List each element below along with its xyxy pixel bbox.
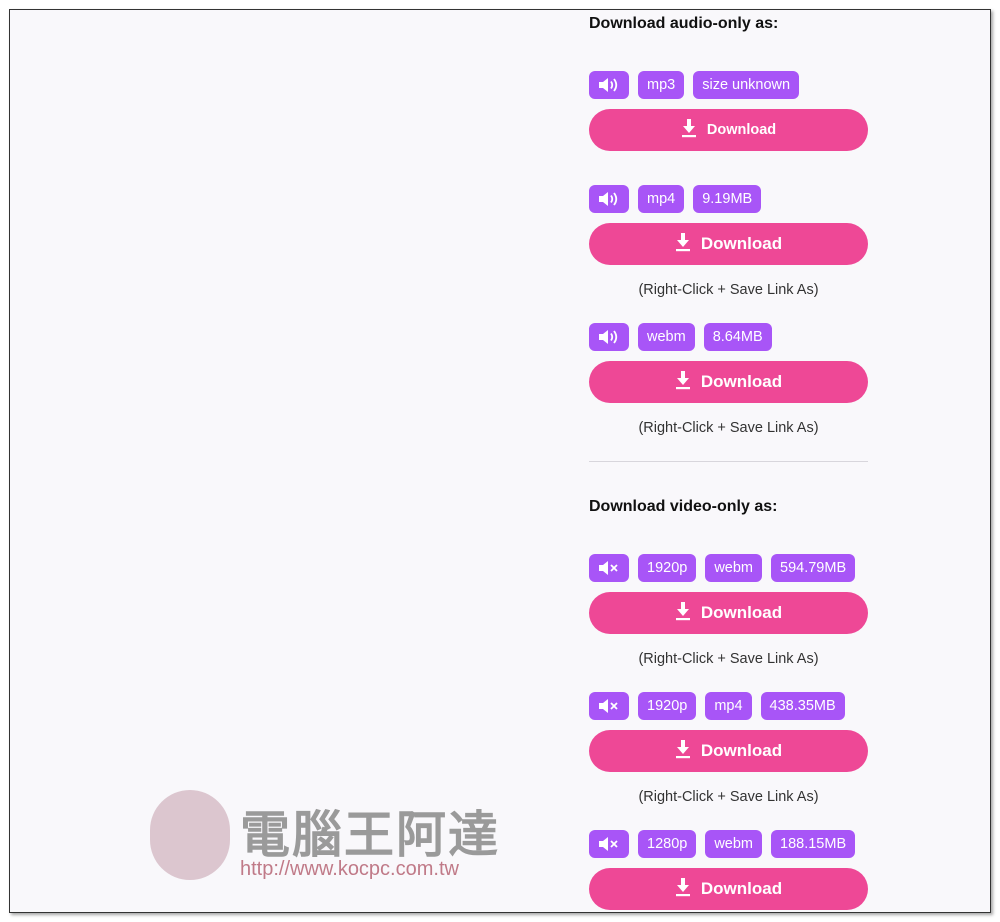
- download-icon: [681, 118, 697, 142]
- format-badges: 1920p webm 594.79MB: [589, 554, 856, 582]
- size-badge: 438.35MB: [760, 692, 845, 720]
- save-link-hint: (Right-Click + Save Link As): [638, 789, 819, 805]
- speaker-icon: [589, 185, 629, 213]
- muted-speaker-icon: [589, 830, 629, 858]
- resolution-badge: 1280p: [638, 830, 697, 858]
- download-icon: [675, 877, 691, 902]
- save-link-hint: (Right-Click + Save Link As): [638, 420, 819, 436]
- download-button[interactable]: Download: [589, 730, 868, 772]
- download-icon: [675, 739, 691, 764]
- download-icon: [675, 370, 691, 395]
- format-badges: 1920p mp4 438.35MB: [589, 692, 845, 720]
- resolution-badge: 1920p: [638, 554, 697, 582]
- resolution-badge: 1920p: [638, 692, 697, 720]
- format-badges: 1280p webm 188.15MB: [589, 830, 856, 858]
- speaker-icon: [589, 71, 629, 99]
- save-link-hint: (Right-Click + Save Link As): [638, 282, 819, 298]
- download-icon: [675, 601, 691, 626]
- download-button[interactable]: Download: [589, 361, 868, 403]
- download-label: Download: [700, 603, 783, 622]
- format-badges: webm 8.64MB: [589, 323, 772, 351]
- size-badge: 9.19MB: [693, 185, 762, 213]
- download-button[interactable]: Download: [589, 223, 868, 265]
- download-icon: [675, 232, 691, 257]
- download-label: Download: [706, 122, 777, 138]
- section-heading: Download audio-only as:: [589, 15, 779, 32]
- section-heading: Download video-only as:: [589, 498, 778, 515]
- size-badge: 594.79MB: [771, 554, 856, 582]
- muted-speaker-icon: [589, 692, 629, 720]
- format-badges: mp4 9.19MB: [589, 185, 762, 213]
- download-button[interactable]: Download: [589, 109, 868, 151]
- save-link-hint: (Right-Click + Save Link As): [638, 651, 819, 667]
- format-badges: mp3 size unknown: [589, 71, 800, 99]
- download-label: Download: [700, 879, 783, 898]
- size-badge: 8.64MB: [703, 323, 772, 351]
- speaker-icon: [589, 323, 629, 351]
- format-badge: mp4: [705, 692, 752, 720]
- format-badge: webm: [705, 830, 763, 858]
- size-badge: size unknown: [693, 71, 800, 99]
- format-badge: mp4: [638, 185, 685, 213]
- muted-speaker-icon: [589, 554, 629, 582]
- download-button[interactable]: Download: [589, 592, 868, 634]
- download-label: Download: [700, 372, 783, 391]
- download-label: Download: [700, 234, 783, 253]
- format-badge: webm: [705, 554, 763, 582]
- download-button[interactable]: Download: [589, 868, 868, 910]
- format-badge: mp3: [638, 71, 685, 99]
- section-divider: [589, 461, 868, 462]
- format-badge: webm: [638, 323, 695, 351]
- size-badge: 188.15MB: [771, 830, 856, 858]
- download-label: Download: [700, 741, 783, 760]
